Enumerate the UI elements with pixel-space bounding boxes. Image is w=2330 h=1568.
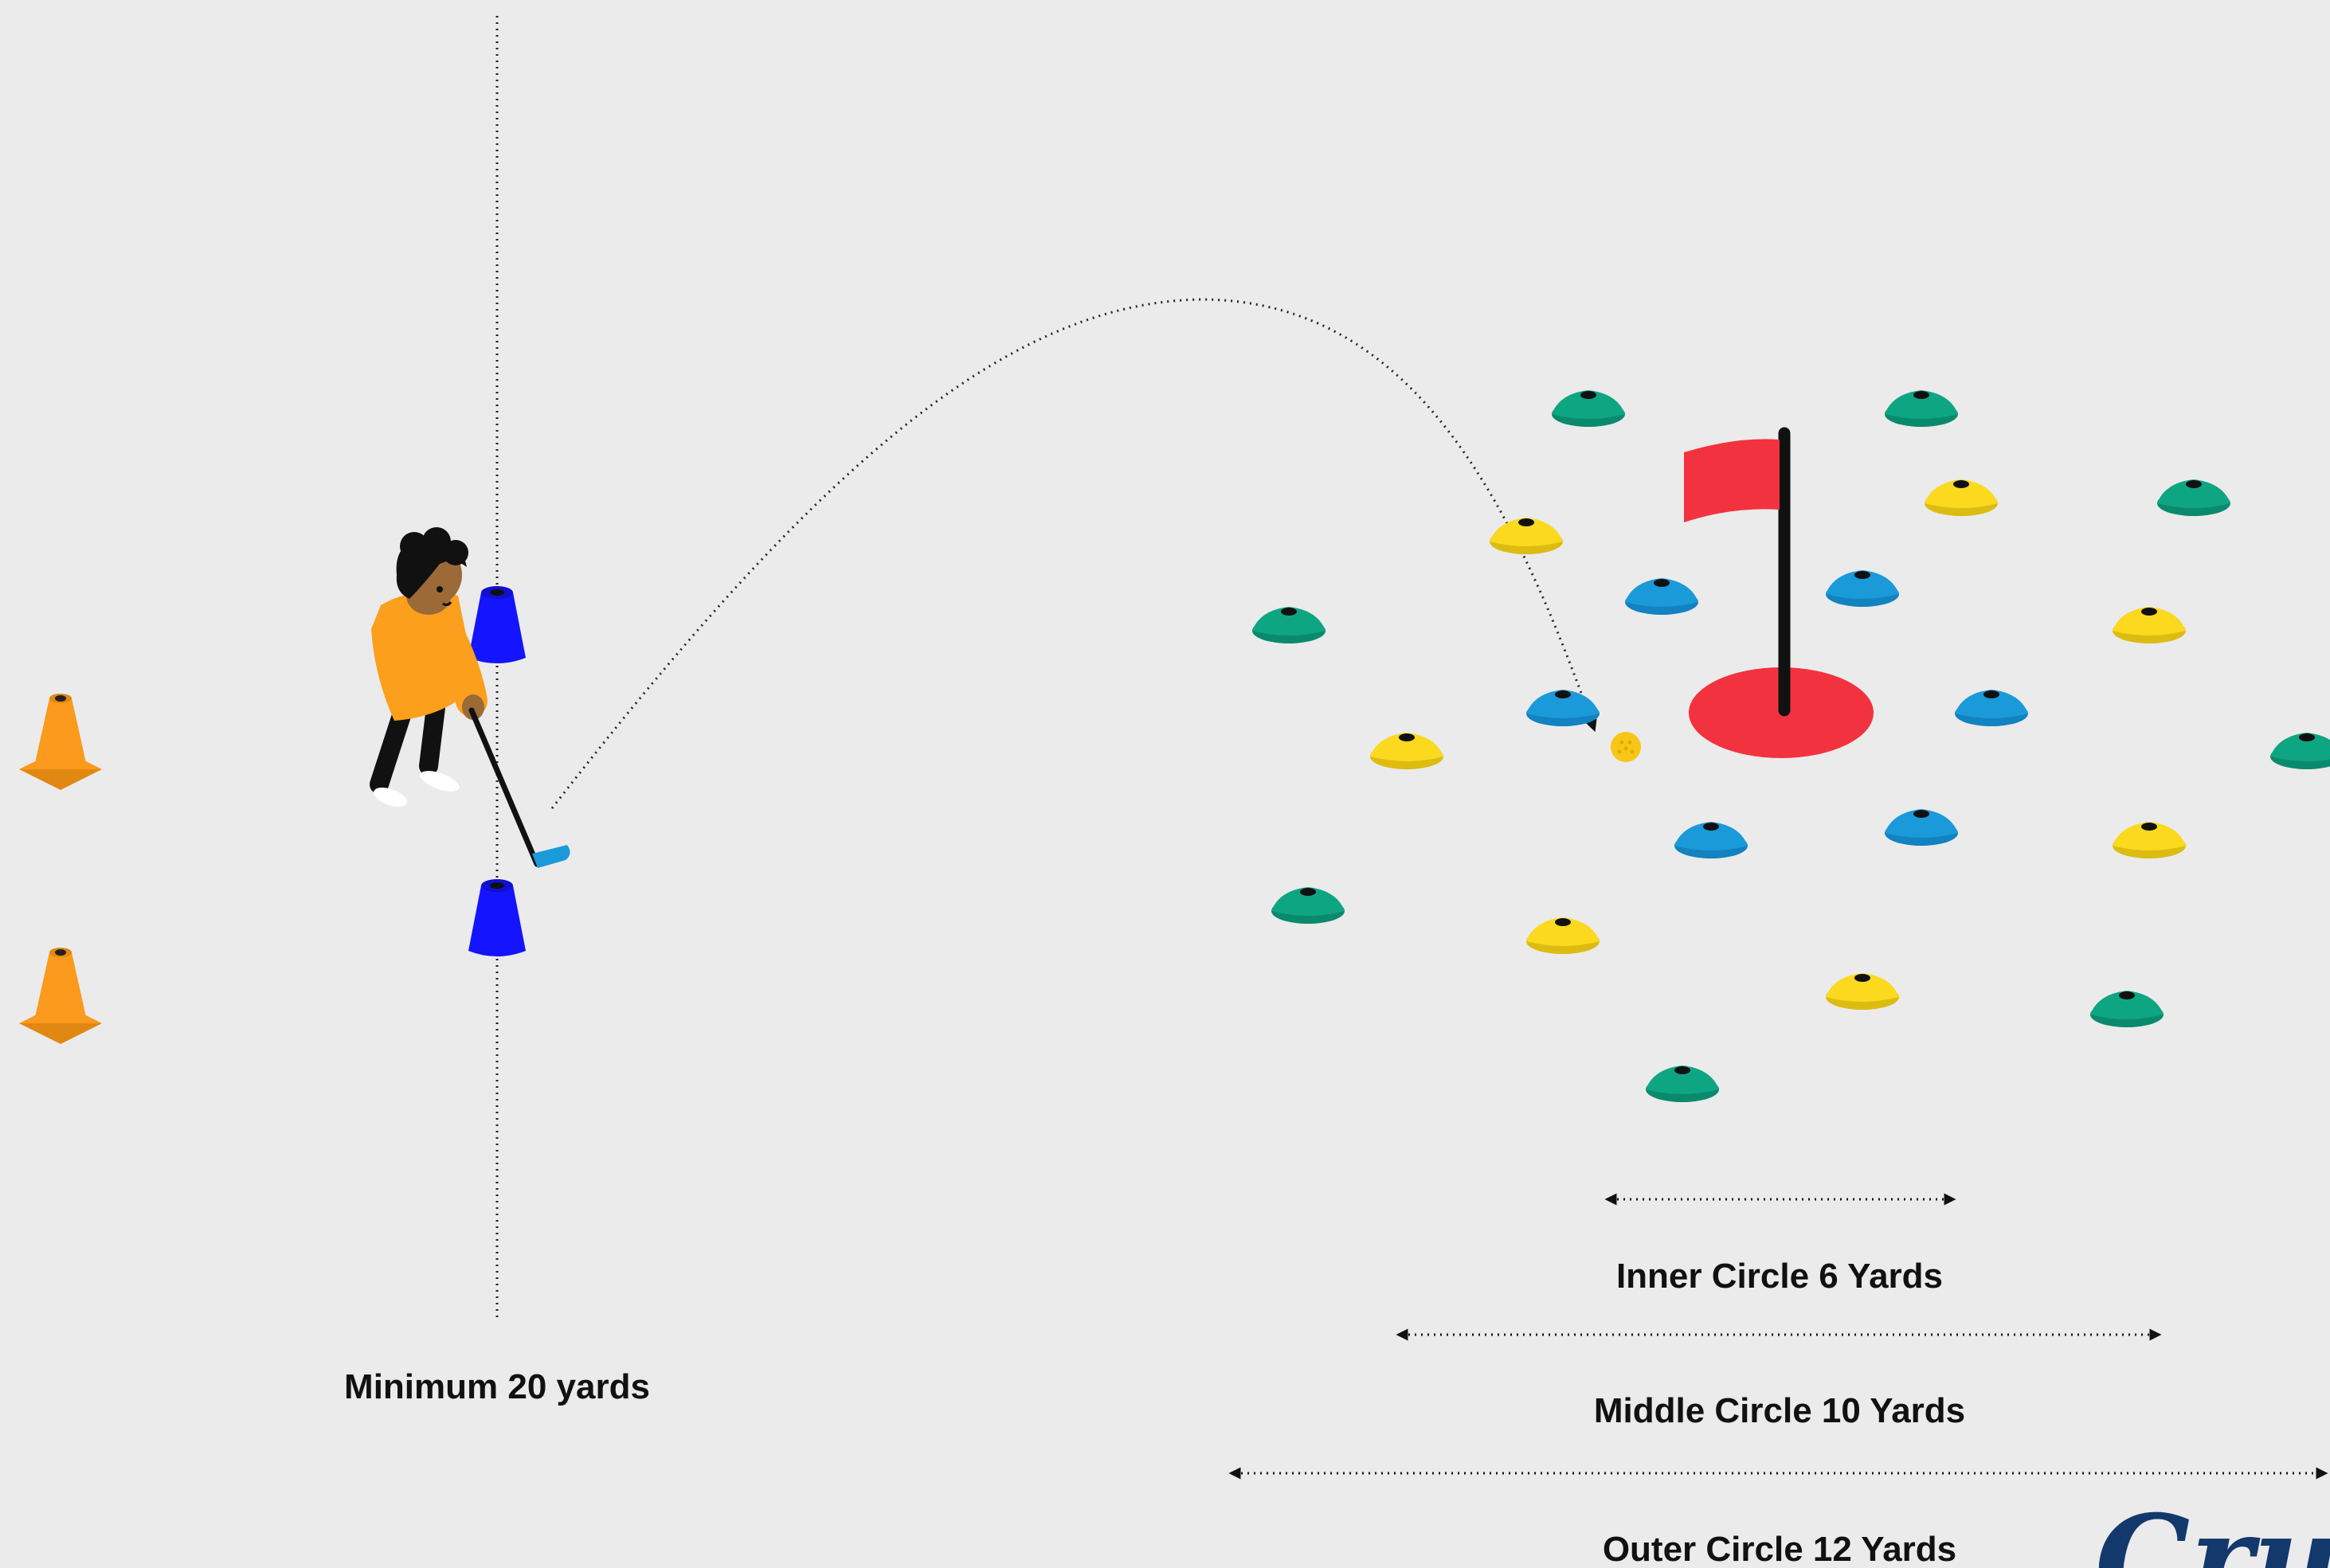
logo: Crush: [2095, 1489, 2330, 1568]
golf-ball-icon: [1611, 732, 1641, 762]
outer-circle-label: Outer Circle 12 Yards: [1603, 1530, 1956, 1568]
middle-circle-label: Middle Circle 10 Yards: [1594, 1391, 1965, 1430]
min-distance-label: Minimum 20 yards: [344, 1367, 650, 1406]
inner-circle-label: Inner Circle 6 Yards: [1616, 1257, 1943, 1296]
